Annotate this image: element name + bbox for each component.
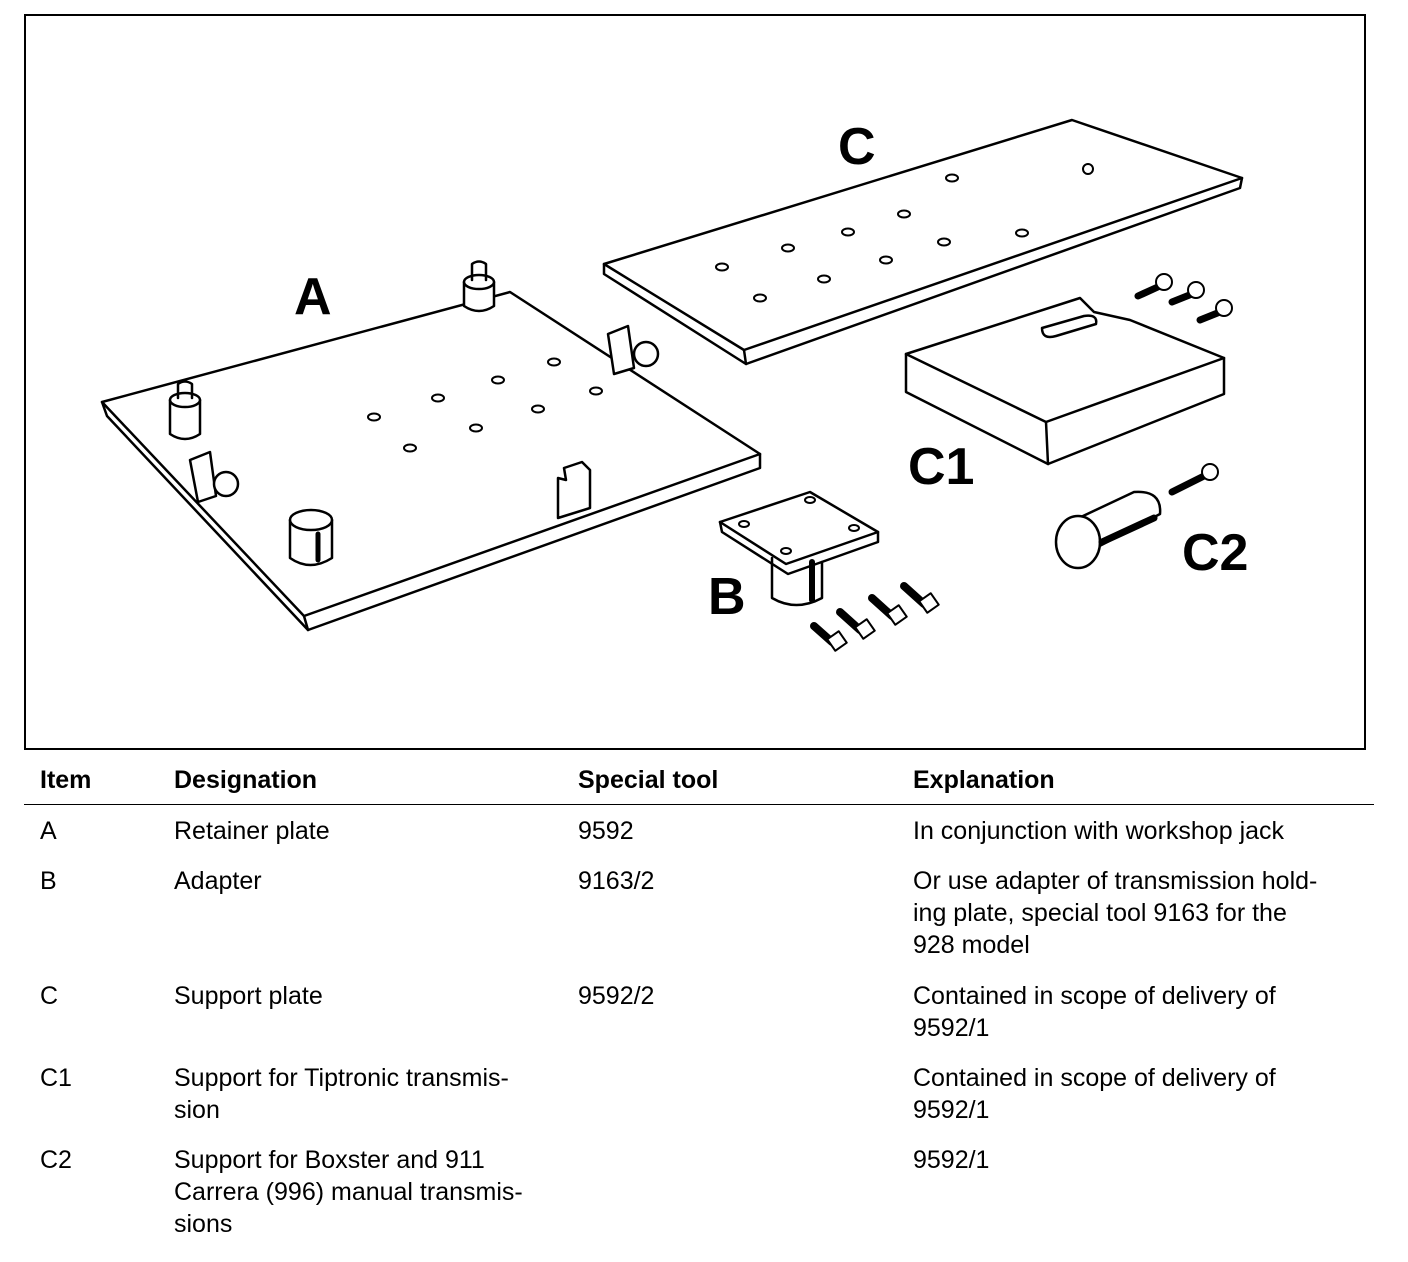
support-c1-drawing <box>904 296 1226 466</box>
bolts-b-drawing <box>810 582 940 652</box>
table-row: A Retainer plate 9592 In conjunction wit… <box>24 805 1374 855</box>
special-tools-table: Item Designation Special tool Explanatio… <box>24 760 1374 1244</box>
callout-c2: C2 <box>1182 524 1248 582</box>
callout-c1: C1 <box>908 438 974 496</box>
designation-line: Adapter <box>174 867 262 895</box>
header-special-tool: Special tool <box>578 766 719 794</box>
header-designation: Designation <box>174 766 318 794</box>
designation-line: Carrera (996) manual transmis- <box>174 1178 523 1206</box>
designation-line: Support for Tiptronic transmis- <box>174 1064 509 1092</box>
explanation-cell: Or use adapter of transmission hold- ing… <box>913 865 1353 961</box>
header-item: Item <box>40 766 92 794</box>
adapter-b-drawing <box>718 490 880 607</box>
designation-cell: Support plate <box>174 980 554 1012</box>
designation-cell: Retainer plate <box>174 815 554 847</box>
support-c2-drawing <box>1054 490 1162 570</box>
explanation-line: 9592/1 <box>913 1096 990 1124</box>
explanation-line: 928 model <box>913 931 1030 959</box>
tool-illustration-frame: A C C1 C2 B <box>24 14 1366 750</box>
table-row: C2 Support for Boxster and 911 Carrera (… <box>24 1134 1374 1244</box>
item-cell: C2 <box>40 1146 72 1174</box>
explanation-line: In conjunction with workshop jack <box>913 817 1285 845</box>
explanation-line: Or use adapter of transmission hold- <box>913 867 1318 895</box>
table-row: C1 Support for Tiptronic transmis- sion … <box>24 1052 1374 1134</box>
table-header-row: Item Designation Special tool Explanatio… <box>24 760 1374 805</box>
designation-line: sions <box>174 1210 233 1238</box>
callout-a: A <box>294 268 332 326</box>
callout-b: B <box>708 568 746 626</box>
explanation-line: ing plate, special tool 9163 for the <box>913 899 1287 927</box>
table-row: C Support plate 9592/2 Contained in scop… <box>24 970 1374 1052</box>
designation-line: sion <box>174 1096 220 1124</box>
callout-c: C <box>838 118 876 176</box>
explanation-line: 9592/1 <box>913 1014 990 1042</box>
explanation-line: 9592/1 <box>913 1146 990 1174</box>
item-cell: C <box>40 982 59 1010</box>
special-tool-cell: 9592 <box>578 817 634 845</box>
support-plate-c-drawing <box>602 118 1244 366</box>
special-tool-cell: 9592/2 <box>578 982 655 1010</box>
item-cell: C1 <box>40 1064 72 1092</box>
explanation-line: Contained in scope of delivery of <box>913 1064 1276 1092</box>
item-cell: B <box>40 867 57 895</box>
explanation-cell: In conjunction with workshop jack <box>913 815 1353 847</box>
tool-illustration: A C C1 C2 B <box>100 118 1248 652</box>
explanation-cell: Contained in scope of delivery of 9592/1 <box>913 1062 1353 1126</box>
designation-line: Support for Boxster and 911 <box>174 1146 485 1174</box>
retainer-plate-a-drawing <box>100 260 762 632</box>
item-cell: A <box>40 817 57 845</box>
table-row: B Adapter 9163/2 Or use adapter of trans… <box>24 855 1374 970</box>
designation-line: Support plate <box>174 982 323 1010</box>
special-tool-cell: 9163/2 <box>578 867 655 895</box>
header-explanation: Explanation <box>913 766 1055 794</box>
designation-line: Retainer plate <box>174 817 330 845</box>
designation-cell: Support for Tiptronic transmis- sion <box>174 1062 554 1126</box>
screws-c-drawing <box>1134 273 1233 496</box>
explanation-line: Contained in scope of delivery of <box>913 982 1276 1010</box>
designation-cell: Adapter <box>174 865 554 897</box>
explanation-cell: 9592/1 <box>913 1144 1353 1176</box>
designation-cell: Support for Boxster and 911 Carrera (996… <box>174 1144 554 1240</box>
explanation-cell: Contained in scope of delivery of 9592/1 <box>913 980 1353 1044</box>
